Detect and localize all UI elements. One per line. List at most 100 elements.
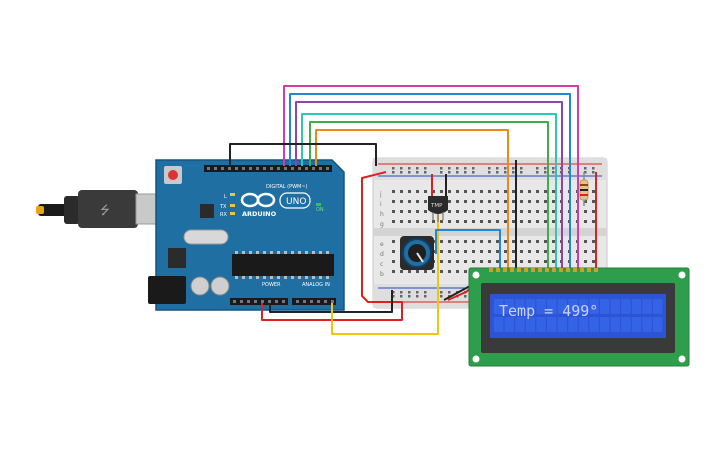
- wire-black-gnd[interactable]: [229, 143, 377, 166]
- rail-hole: [464, 171, 467, 174]
- lcd-cell: [536, 317, 546, 332]
- atmega-chip: [232, 254, 334, 276]
- breadboard-hole: [432, 190, 435, 193]
- breadboard-hole: [408, 270, 411, 273]
- rail-hole: [424, 291, 427, 294]
- chip-pin: [263, 276, 266, 279]
- lcd-module[interactable]: Temp = 499°: [468, 267, 690, 367]
- breadboard-hole: [504, 260, 507, 263]
- breadboard-hole: [408, 210, 411, 213]
- breadboard-hole: [592, 260, 595, 263]
- tx-led: [230, 204, 235, 207]
- wire-orange[interactable]: [315, 129, 509, 270]
- wire-teal[interactable]: [301, 113, 557, 270]
- rail-hole: [584, 171, 587, 174]
- lcd-pin: [587, 268, 591, 272]
- breadboard-hole: [448, 210, 451, 213]
- breadboard-hole: [456, 210, 459, 213]
- rail-hole: [456, 171, 459, 174]
- resistor[interactable]: [579, 172, 589, 206]
- analog-pin-header[interactable]: [292, 298, 336, 305]
- breadboard-hole: [488, 240, 491, 243]
- analog-header-label: ANALOG IN: [302, 282, 330, 288]
- wire-yellow-a0[interactable]: [331, 204, 439, 335]
- uno-label: UNO: [286, 197, 306, 207]
- breadboard-hole: [456, 250, 459, 253]
- rail-hole: [400, 291, 403, 294]
- lcd-cell: [515, 317, 525, 332]
- digital-pin-header[interactable]: [204, 165, 332, 172]
- breadboard-hole: [464, 250, 467, 253]
- wire-blue[interactable]: [289, 93, 571, 270]
- l-label: L: [224, 194, 227, 200]
- header-hole: [291, 167, 294, 170]
- arduino-uno-board[interactable]: ARDUINO UNO ON L TX RX DIGITAL (PWM~) PO…: [148, 159, 345, 311]
- breadboard-hole: [440, 220, 443, 223]
- power-pin-header[interactable]: [230, 298, 288, 305]
- breadboard-hole: [520, 190, 523, 193]
- potentiometer[interactable]: [400, 236, 434, 270]
- power-jack[interactable]: [148, 276, 186, 304]
- rail-hole: [400, 167, 403, 170]
- lcd-cell: [642, 299, 652, 314]
- breadboard-hole: [536, 190, 539, 193]
- wire-pink[interactable]: [283, 85, 579, 270]
- breadboard-hole: [392, 260, 395, 263]
- breadboard-hole: [592, 210, 595, 213]
- header-hole: [256, 167, 259, 170]
- breadboard-hole: [592, 240, 595, 243]
- breadboard-hole: [440, 240, 443, 243]
- lcd-cell: [547, 317, 557, 332]
- temperature-sensor[interactable]: TMP: [428, 196, 448, 222]
- header-hole: [312, 167, 315, 170]
- rail-hole: [448, 171, 451, 174]
- breadboard-hole: [448, 220, 451, 223]
- rail-hole: [496, 171, 499, 174]
- lcd-cell: [547, 299, 557, 314]
- rail-hole: [440, 295, 443, 298]
- breadboard-hole: [472, 200, 475, 203]
- breadboard-hole: [432, 220, 435, 223]
- lcd-cell: [494, 299, 504, 314]
- chip-pin: [305, 251, 308, 254]
- header-hole: [303, 300, 306, 303]
- breadboard-hole: [544, 260, 547, 263]
- rail-hole: [408, 295, 411, 298]
- breadboard-hole: [480, 260, 483, 263]
- breadboard-hole: [528, 260, 531, 263]
- breadboard-hole: [512, 260, 515, 263]
- rail-hole: [440, 291, 443, 294]
- rail-hole: [504, 171, 507, 174]
- lcd-pin: [496, 268, 500, 272]
- breadboard-hole: [536, 250, 539, 253]
- chip-pin: [312, 276, 315, 279]
- header-hole: [310, 300, 313, 303]
- lcd-pin: [517, 268, 521, 272]
- row-letter-h: h: [380, 211, 384, 218]
- header-hole: [319, 167, 322, 170]
- breadboard-hole: [536, 260, 539, 263]
- wire-blue-contrast[interactable]: [435, 229, 501, 272]
- breadboard-hole: [536, 200, 539, 203]
- chip-pin: [256, 276, 259, 279]
- rail-hole: [520, 167, 523, 170]
- row-letter-i: i: [380, 201, 382, 208]
- chip-pin: [284, 251, 287, 254]
- wire-purple[interactable]: [295, 101, 563, 270]
- header-holes: [207, 167, 334, 303]
- breadboard-hole: [464, 210, 467, 213]
- chip-pin: [312, 251, 315, 254]
- header-hole: [254, 300, 257, 303]
- lcd-cell: [610, 317, 620, 332]
- breadboard-hole: [552, 190, 555, 193]
- rail-hole: [408, 167, 411, 170]
- rail-hole: [464, 167, 467, 170]
- reset-button-cap[interactable]: [168, 170, 178, 180]
- breadboard-hole: [440, 250, 443, 253]
- breadboard-hole: [552, 200, 555, 203]
- breadboard-hole: [544, 210, 547, 213]
- wire-red-5v[interactable]: [261, 171, 403, 321]
- breadboard-hole: [496, 210, 499, 213]
- chip-pin: [291, 276, 294, 279]
